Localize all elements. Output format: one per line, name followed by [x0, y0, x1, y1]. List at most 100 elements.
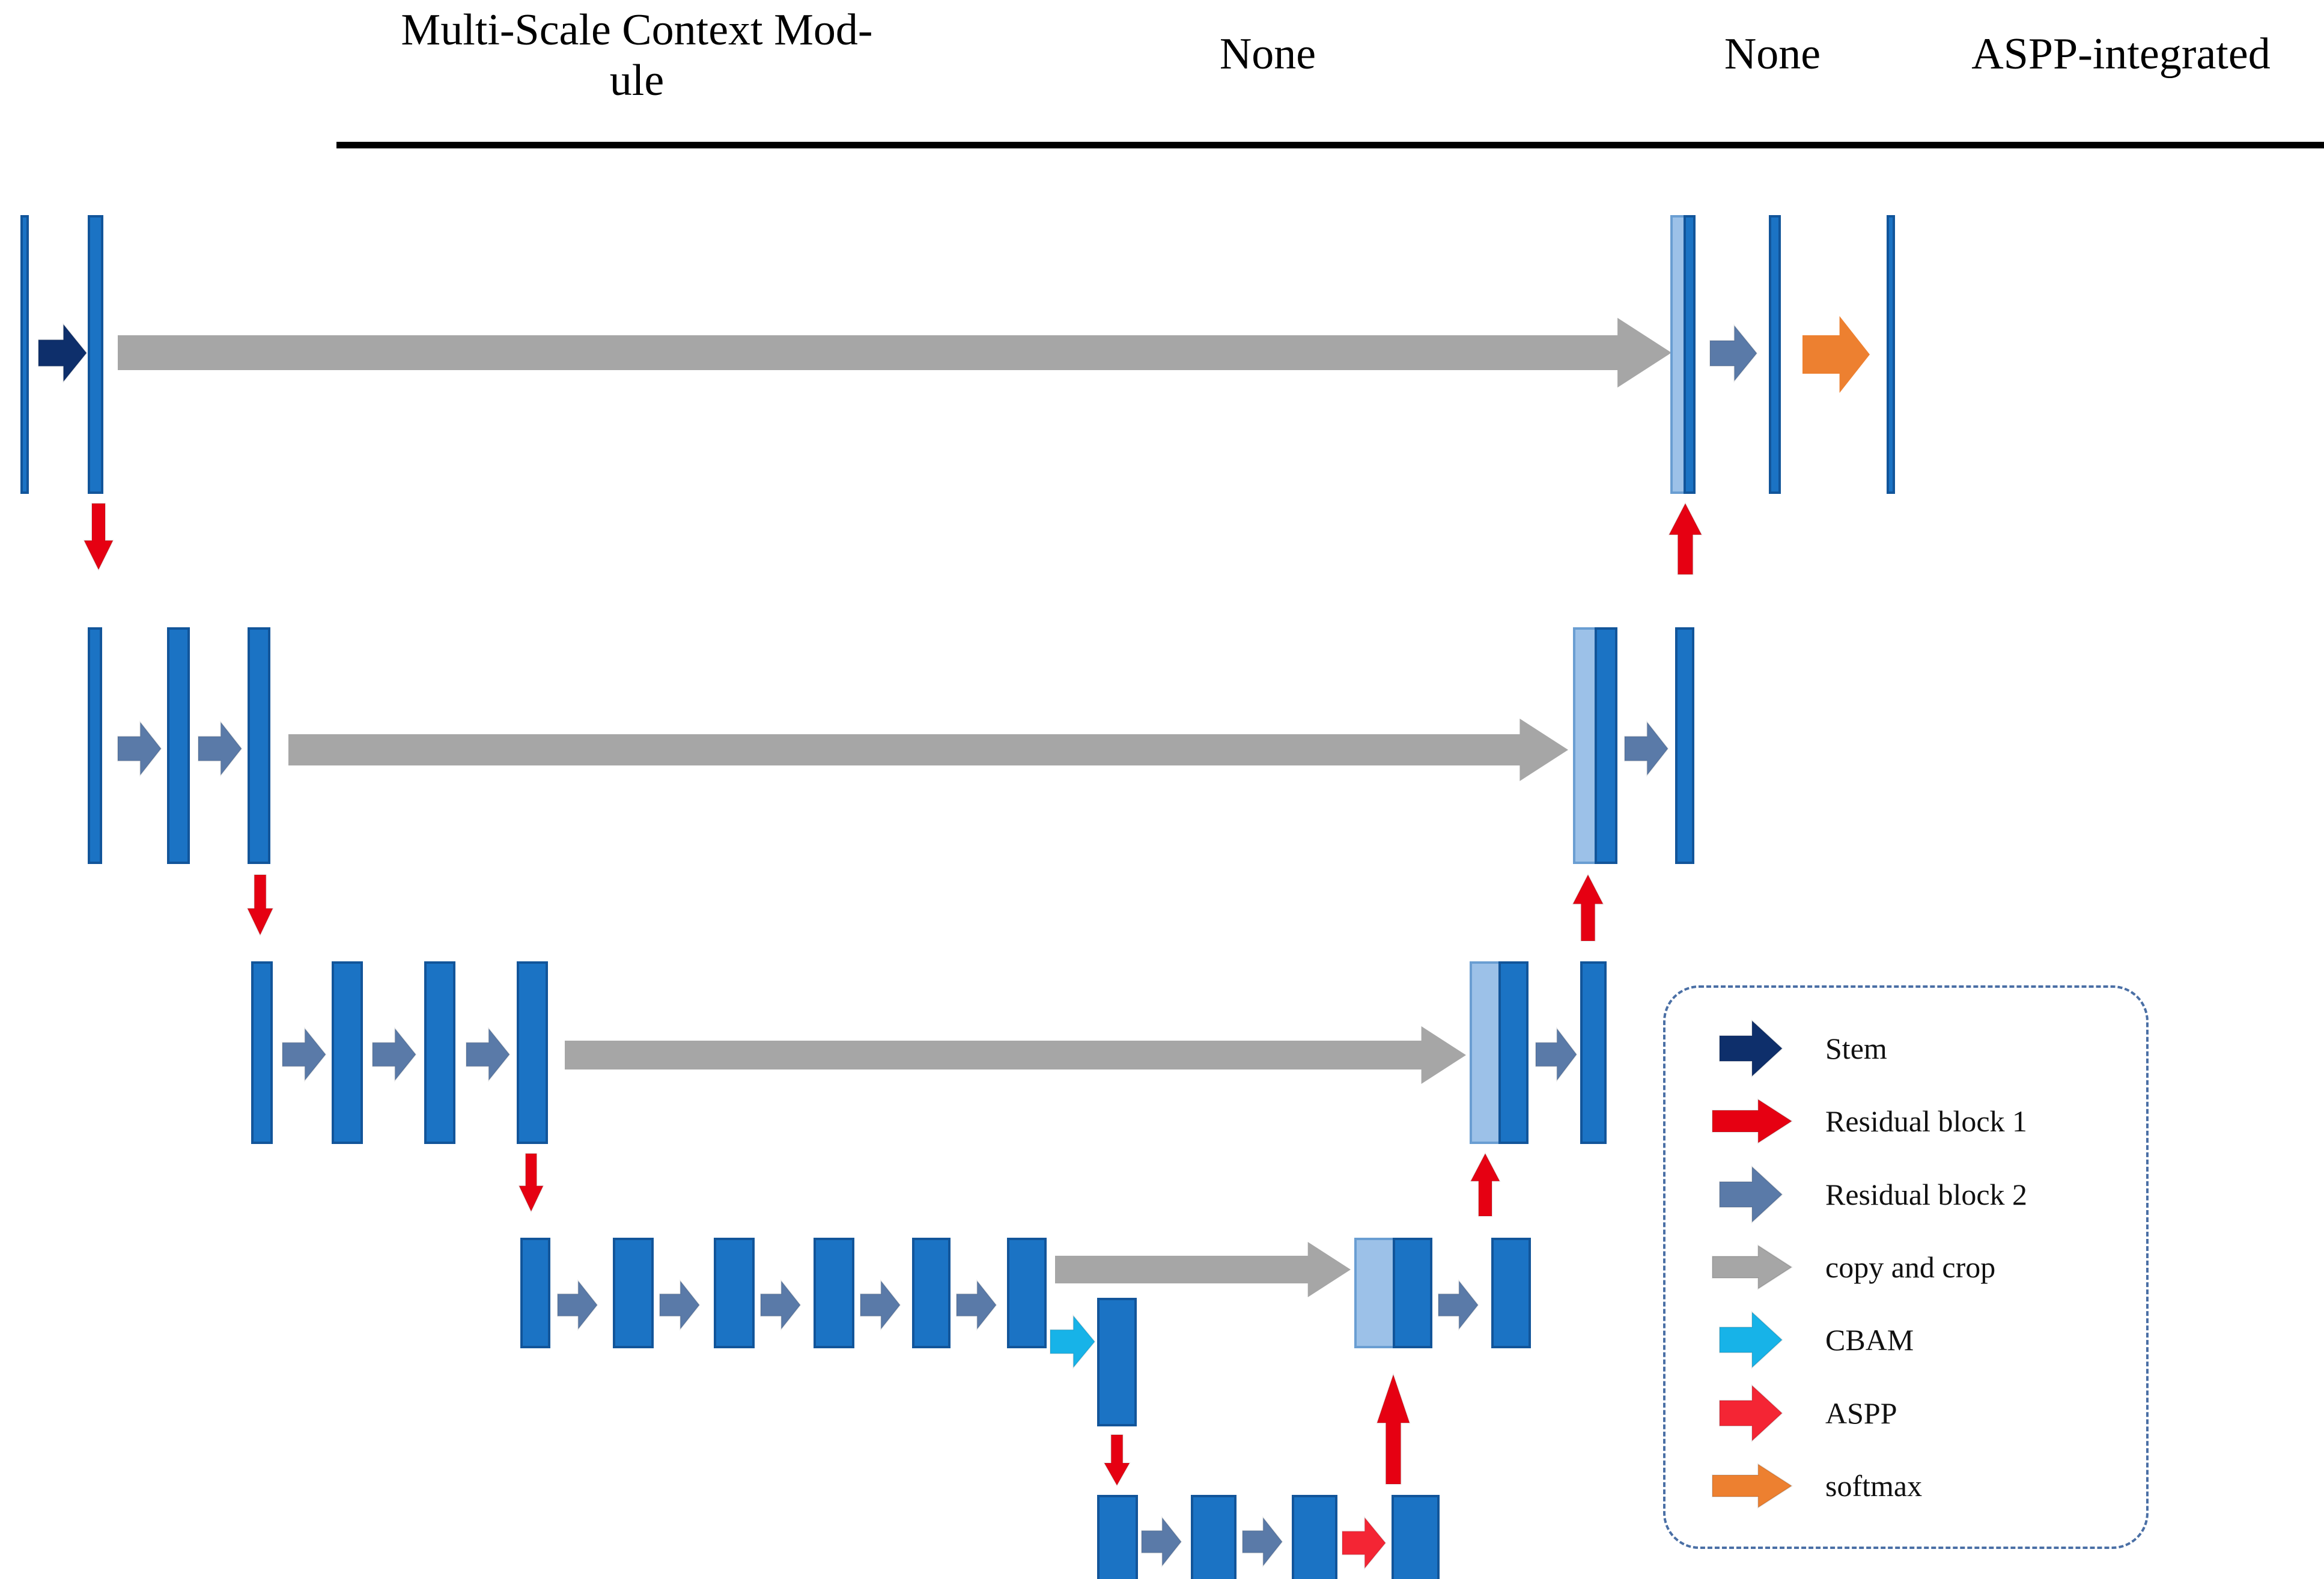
- decoder-1-bar: [1684, 215, 1696, 494]
- residual-block-2-arrow-level-3-a-icon: [282, 1027, 327, 1082]
- encoder-3-bar-d: [517, 961, 548, 1144]
- residual-block-1-arrow-icon-glyph: [1712, 1098, 1793, 1144]
- encoder-1-bar: [88, 215, 103, 494]
- copy-and-crop-arrow-icon: [1712, 1244, 1793, 1290]
- legend-item-residual-block-1: Residual block 1: [1708, 1085, 2027, 1157]
- encoder-3-bar-c: [424, 961, 455, 1144]
- decoder-4-skip-bar: [1354, 1238, 1395, 1348]
- legend-item-stem: Stem: [1708, 1012, 1887, 1085]
- softmax-arrow-icon: [1802, 316, 1870, 393]
- legend-item-cbam: CBAM: [1708, 1304, 1914, 1377]
- encoder-4-bar-d: [814, 1238, 854, 1348]
- decoder-1-out-bar: [1769, 215, 1781, 494]
- decoder-2-bar: [1595, 627, 1617, 864]
- aspp-arrow-icon: [1719, 1384, 1783, 1443]
- residual-block-2-arrow-level-4-e-icon: [956, 1279, 997, 1331]
- legend-label: softmax: [1825, 1469, 1923, 1503]
- header-text-line: None: [1219, 29, 1316, 79]
- legend-label: copy and crop: [1825, 1250, 1996, 1284]
- header-text-line: None: [1724, 29, 1821, 79]
- residual-block-2-arrow-level-3-d-icon: [1535, 1027, 1578, 1082]
- residual-block-2-arrow-bottleneck-b-icon: [1242, 1516, 1283, 1568]
- input-image-bar: [20, 215, 29, 494]
- diagram-level-1: [20, 215, 1895, 575]
- output-map-bar: [1887, 215, 1895, 494]
- cbam-output-bar: [1097, 1298, 1137, 1426]
- encoder-4-bar-e: [912, 1238, 951, 1348]
- aspp-up-arrow-level-1-icon: [1668, 502, 1703, 575]
- residual-block-2-arrow-bottleneck-a-icon: [1141, 1516, 1182, 1568]
- figure-header: Multi-Scale Context Mod-ule None None ASPP-…: [0, 0, 2324, 162]
- decoder-4-out-bar: [1491, 1238, 1531, 1348]
- encoder-2-bar-a: [88, 627, 102, 864]
- header-text-line: Multi-Scale Context Mod-: [401, 5, 873, 55]
- header-rule: [336, 142, 2324, 148]
- copy-crop-arrow-level-4-icon: [1055, 1242, 1351, 1297]
- aspp-up-arrow-level-2-icon: [1572, 873, 1604, 942]
- header-column-3: None: [1646, 29, 1899, 79]
- header-text-line: ule: [609, 56, 665, 105]
- residual-block-2-arrow-level-1-icon: [1709, 324, 1758, 383]
- copy-crop-arrow-level-3-icon: [565, 1026, 1466, 1084]
- residual-block-2-arrow-level-4-b-icon: [659, 1279, 701, 1331]
- softmax-arrow-icon: [1712, 1463, 1793, 1509]
- diagram-level-4: [520, 1238, 1531, 1487]
- residual-block-1-down-arrow-level-1-icon: [83, 503, 114, 571]
- bottleneck-bar-c: [1292, 1495, 1337, 1579]
- decoder-1-skip-bar: [1670, 215, 1686, 494]
- aspp-up-arrow-level-3-icon: [1470, 1152, 1501, 1217]
- header-text-line: ASPP-integrated: [1971, 29, 2271, 79]
- copy-and-crop-arrow-icon-glyph: [1712, 1244, 1793, 1290]
- cbam-arrow-icon-glyph: [1719, 1311, 1783, 1369]
- decoder-2-skip-bar: [1573, 627, 1597, 864]
- encoder-4-bar-a: [520, 1238, 550, 1348]
- aspp-up-arrow-level-4-icon: [1376, 1372, 1411, 1485]
- residual-block-2-arrow-level-2-b-icon: [198, 720, 243, 777]
- stem-arrow-icon: [38, 323, 88, 383]
- header-column-2: None: [1142, 29, 1394, 79]
- encoder-2-bar-c: [248, 627, 270, 864]
- residual-block-1-arrow-icon: [1712, 1098, 1793, 1144]
- aspp-arrow-bottleneck-icon: [1342, 1516, 1387, 1570]
- residual-block-2-arrow-level-4-a-icon: [557, 1279, 598, 1331]
- decoder-3-bar: [1498, 961, 1529, 1144]
- legend-item-residual-block-2: Residual block 2: [1708, 1158, 2027, 1231]
- bottleneck-bar-b: [1191, 1495, 1237, 1579]
- residual-block-2-arrow-icon: [1719, 1165, 1783, 1223]
- legend-item-aspp: ASPP: [1708, 1377, 1897, 1449]
- softmax-arrow-icon-glyph: [1712, 1463, 1793, 1509]
- bottleneck-bar-a: [1097, 1495, 1138, 1579]
- legend-label: ASPP: [1825, 1396, 1897, 1430]
- legend-item-copy-and-crop: copy and crop: [1708, 1231, 1995, 1303]
- legend-label: Residual block 1: [1825, 1104, 2028, 1139]
- diagram-level-2: [88, 627, 1694, 942]
- copy-crop-arrow-level-1-icon: [118, 318, 1672, 388]
- residual-block-2-arrow-level-3-b-icon: [372, 1027, 417, 1082]
- bottleneck-bar-d: [1392, 1495, 1440, 1579]
- encoder-2-bar-b: [167, 627, 190, 864]
- decoder-3-out-bar: [1580, 961, 1607, 1144]
- legend-item-softmax: softmax: [1708, 1450, 1922, 1523]
- encoder-3-bar-a: [251, 961, 273, 1144]
- residual-block-2-arrow-level-4-c-icon: [760, 1279, 802, 1331]
- diagram-level-3: [251, 961, 1607, 1217]
- legend-label: Residual block 2: [1825, 1177, 2028, 1211]
- stem-arrow-icon: [1719, 1019, 1783, 1077]
- stem-arrow-icon-glyph: [1719, 1019, 1783, 1077]
- header-column-1: Multi-Scale Context Mod-ule: [336, 5, 937, 106]
- residual-block-2-arrow-level-2-c-icon: [1624, 720, 1669, 777]
- diagram-bottleneck: [1097, 1495, 1440, 1579]
- encoder-4-bar-c: [714, 1238, 755, 1348]
- residual-block-2-arrow-icon-glyph: [1719, 1165, 1783, 1223]
- aspp-arrow-icon-glyph: [1719, 1384, 1783, 1443]
- encoder-4-bar-f: [1007, 1238, 1047, 1348]
- diagram-canvas: [20, 215, 1895, 1579]
- residual-block-1-down-arrow-level-2-icon: [246, 874, 274, 937]
- decoder-4-bar: [1393, 1238, 1432, 1348]
- legend-label: CBAM: [1825, 1323, 1914, 1357]
- header-column-4: ASPP-integrated: [1911, 29, 2324, 79]
- architecture-diagram: [0, 162, 2324, 1579]
- residual-block-1-down-arrow-level-4-icon: [1103, 1434, 1131, 1487]
